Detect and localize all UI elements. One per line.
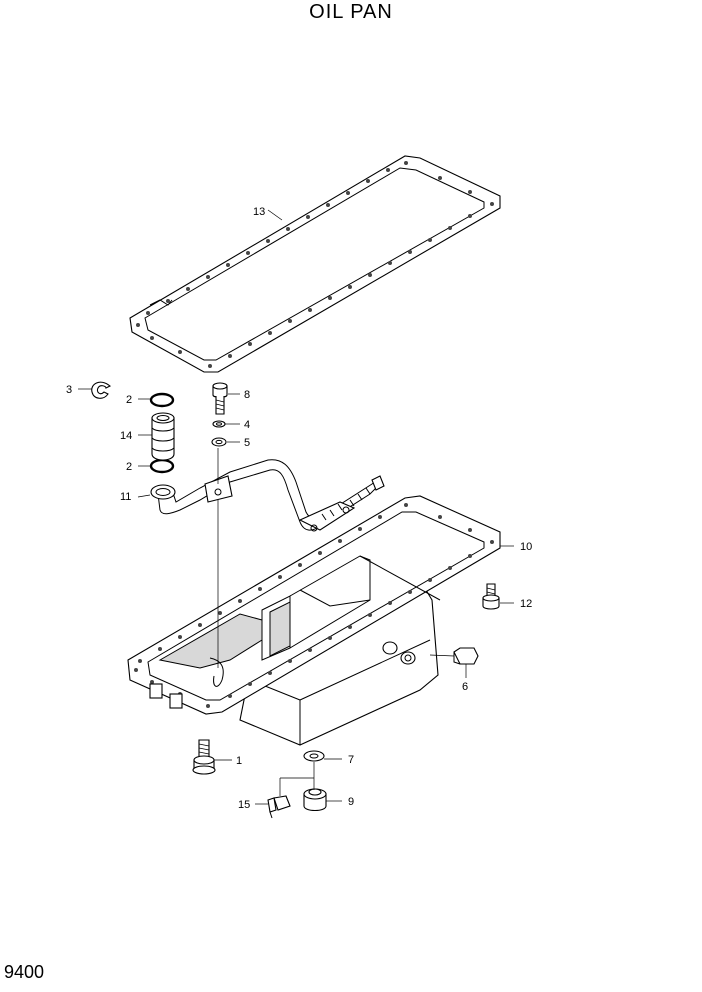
gasket-bolt-holes xyxy=(136,161,494,368)
plug-part-6 xyxy=(429,647,479,665)
callout-3: 3 xyxy=(66,384,72,396)
callout-14: 14 xyxy=(120,430,132,442)
bolt-part-1 xyxy=(192,739,216,775)
callout-13: 13 xyxy=(253,206,265,218)
connector-part-14 xyxy=(151,412,175,461)
suction-pipe-part-11 xyxy=(150,459,385,532)
o-ring-part-2-lower xyxy=(149,458,175,474)
callout-1: 1 xyxy=(236,755,242,767)
page-code: 9400 xyxy=(4,962,45,982)
drain-plug-part-9 xyxy=(303,788,327,812)
callout-9: 9 xyxy=(348,796,354,808)
o-ring-part-2-upper xyxy=(149,392,175,408)
page-title: OIL PAN xyxy=(309,1,393,23)
washer-part-5 xyxy=(211,437,227,447)
callout-11: 11 xyxy=(120,491,131,503)
gasket-part-13 xyxy=(129,155,501,373)
sensor-part-15 xyxy=(267,795,291,819)
oil-pan-part-10 xyxy=(127,495,501,746)
callout-2-upper: 2 xyxy=(126,394,132,406)
gasket-ring-part-7 xyxy=(303,750,325,762)
callout-labels: 3 2 14 2 11 8 4 5 13 10 12 6 1 7 9 15 xyxy=(66,206,532,811)
callout-15: 15 xyxy=(238,799,250,811)
bolt-part-12 xyxy=(482,583,500,610)
callout-10: 10 xyxy=(520,541,532,553)
callout-8: 8 xyxy=(244,389,250,401)
oil-pan-bolt-holes xyxy=(134,503,494,708)
callout-4: 4 xyxy=(244,419,250,431)
spring-washer-part-4 xyxy=(212,420,226,428)
callout-6: 6 xyxy=(462,681,468,693)
callout-2-lower: 2 xyxy=(126,461,132,473)
clip-part-3 xyxy=(91,381,112,399)
callout-5: 5 xyxy=(244,437,250,449)
bolt-part-8 xyxy=(212,382,228,415)
leader-lines xyxy=(78,209,514,805)
callout-7: 7 xyxy=(348,754,354,766)
callout-12: 12 xyxy=(520,598,532,610)
